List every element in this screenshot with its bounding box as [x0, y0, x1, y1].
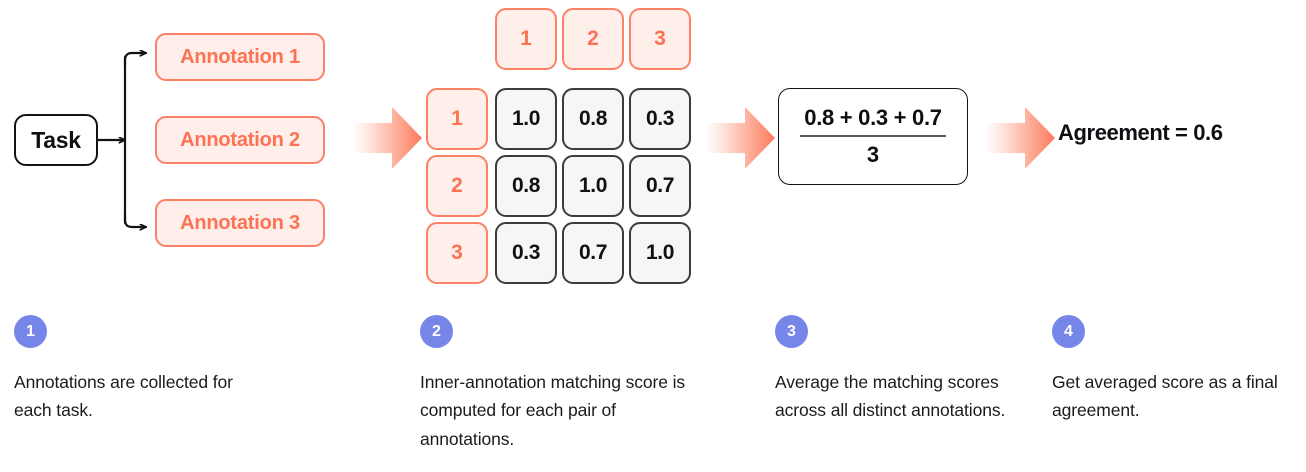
matrix-cell-r1c3-value: 0.3 — [646, 107, 674, 130]
arrow-task-to-matrix-icon — [352, 107, 422, 169]
matrix-cell-r2c1: 0.8 — [495, 155, 557, 217]
matrix-col-header-3-label: 3 — [654, 27, 666, 50]
step-4-text: Get averaged score as a final agreement. — [1052, 372, 1278, 421]
agreement-result: Agreement = 0.6 — [1058, 120, 1223, 145]
fraction-denominator: 3 — [866, 142, 880, 168]
matrix-row-header-1: 1 — [426, 88, 488, 150]
matrix-cell-r1c3: 0.3 — [629, 88, 691, 150]
annotation-node-1: Annotation 1 — [155, 33, 325, 81]
annotation-node-1-label: Annotation 1 — [180, 45, 300, 68]
step-3-number: 3 — [787, 322, 796, 340]
matrix-cell-r3c3-value: 1.0 — [646, 241, 674, 264]
step-1-number: 1 — [26, 322, 35, 340]
annotation-node-2: Annotation 2 — [155, 116, 325, 164]
annotation-node-3: Annotation 3 — [155, 199, 325, 247]
matrix-cell-r3c1: 0.3 — [495, 222, 557, 284]
annotation-node-2-label: Annotation 2 — [180, 128, 300, 151]
step-3-text: Average the matching scores across all d… — [775, 372, 1006, 421]
matrix-col-header-1: 1 — [495, 8, 557, 70]
step-2-badge: 2 — [420, 315, 453, 348]
step-4: 4 Get averaged score as a final agreemen… — [1052, 315, 1302, 425]
matrix-cell-r3c2: 0.7 — [562, 222, 624, 284]
step-2-text: Inner-annotation matching score is compu… — [420, 372, 686, 449]
matrix-cell-r3c1-value: 0.3 — [512, 241, 540, 264]
matrix-cell-r3c3: 1.0 — [629, 222, 691, 284]
matrix-row-header-2-label: 2 — [451, 174, 463, 197]
task-node: Task — [14, 114, 98, 166]
step-2: 2 Inner-annotation matching score is com… — [420, 315, 705, 453]
step-4-badge: 4 — [1052, 315, 1085, 348]
arrow-formula-to-result-icon — [985, 107, 1055, 169]
matrix-col-header-2: 2 — [562, 8, 624, 70]
step-2-number: 2 — [432, 322, 441, 340]
matrix-cell-r1c2-value: 0.8 — [579, 107, 607, 130]
matrix-cell-r2c3-value: 0.7 — [646, 174, 674, 197]
matrix-cell-r1c1-value: 1.0 — [512, 107, 540, 130]
average-formula-node: 0.8 + 0.3 + 0.7 3 — [778, 88, 968, 185]
matrix-cell-r2c2-value: 1.0 — [579, 174, 607, 197]
matrix-col-header-2-label: 2 — [587, 27, 599, 50]
branch-line-bottom — [123, 213, 148, 227]
matrix-cell-r1c1: 1.0 — [495, 88, 557, 150]
matrix-cell-r1c2: 0.8 — [562, 88, 624, 150]
fraction: 0.8 + 0.3 + 0.7 3 — [800, 104, 946, 168]
matrix-cell-r2c2: 1.0 — [562, 155, 624, 217]
task-node-label: Task — [31, 126, 81, 153]
step-4-number: 4 — [1064, 322, 1073, 340]
matrix-col-header-3: 3 — [629, 8, 691, 70]
annotation-node-3-label: Annotation 3 — [180, 211, 300, 234]
matrix-row-header-2: 2 — [426, 155, 488, 217]
step-3-badge: 3 — [775, 315, 808, 348]
step-1: 1 Annotations are collected for each tas… — [14, 315, 264, 425]
step-1-badge: 1 — [14, 315, 47, 348]
fraction-bar — [800, 134, 946, 138]
branch-line-top — [123, 53, 148, 67]
matrix-row-header-3-label: 3 — [451, 241, 463, 264]
matrix-row-header-3: 3 — [426, 222, 488, 284]
matrix-cell-r2c3: 0.7 — [629, 155, 691, 217]
branch-connector-group — [96, 20, 148, 250]
matrix-cell-r3c2-value: 0.7 — [579, 241, 607, 264]
step-3: 3 Average the matching scores across all… — [775, 315, 1035, 425]
matrix-row-header-1-label: 1 — [451, 107, 463, 130]
arrow-matrix-to-formula-icon — [705, 107, 775, 169]
step-1-text: Annotations are collected for each task. — [14, 372, 233, 421]
fraction-numerator: 0.8 + 0.3 + 0.7 — [804, 104, 942, 130]
matrix-col-header-1-label: 1 — [520, 27, 532, 50]
matrix-cell-r2c1-value: 0.8 — [512, 174, 540, 197]
